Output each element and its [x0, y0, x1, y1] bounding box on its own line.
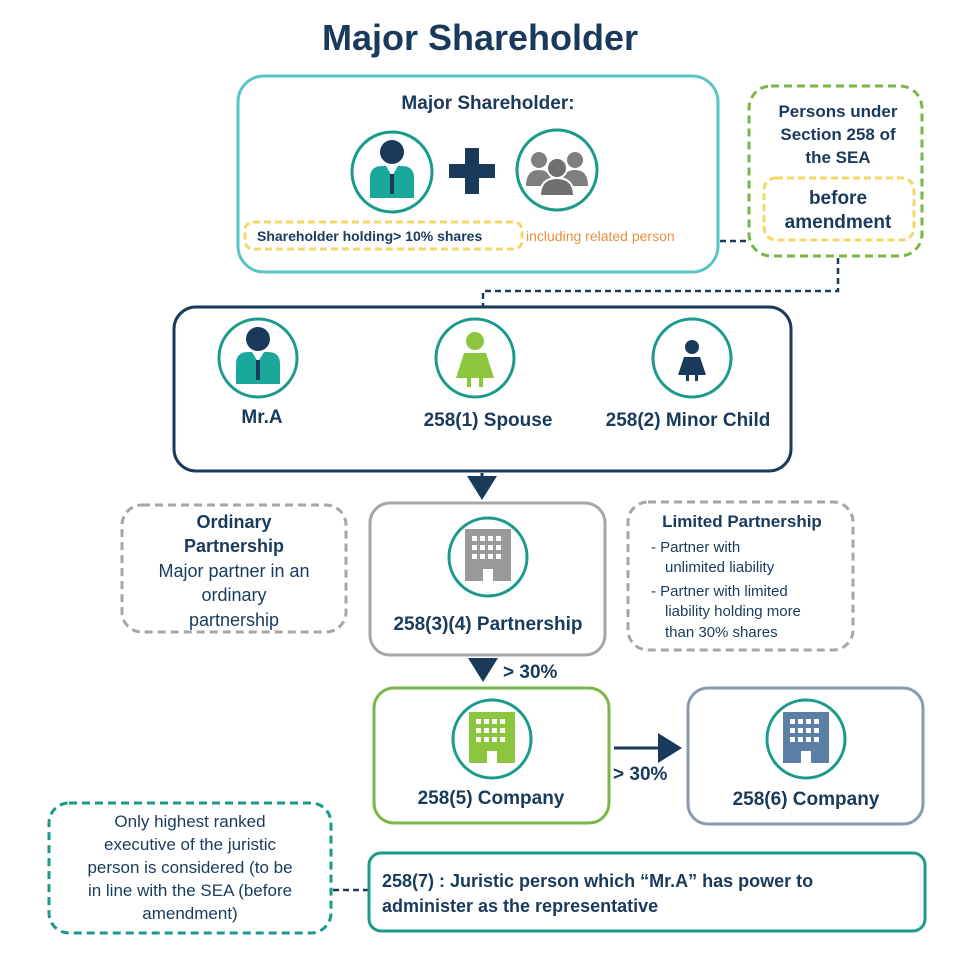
- section-258-line2: Section 258 of: [780, 125, 896, 144]
- partnership-building-icon: [447, 516, 529, 598]
- partnership-label: 258(3)(4) Partnership: [393, 614, 582, 635]
- ordinary-partnership-title2: Partnership: [184, 536, 284, 556]
- juristic-person-line1: 258(7) : Juristic person which “Mr.A” ha…: [382, 871, 813, 891]
- executive-note-line4: in line with the SEA (before: [88, 881, 292, 900]
- executive-note-line1: Only highest ranked: [114, 812, 265, 831]
- executive-note-line5: amendment): [142, 904, 237, 923]
- plus-icon: [449, 148, 495, 194]
- threshold-label-2: > 30%: [613, 764, 668, 785]
- ordinary-partnership-body3: partnership: [189, 610, 279, 630]
- minor-child-icon: [651, 317, 733, 399]
- major-shareholder-heading: Major Shareholder:: [401, 93, 574, 114]
- executive-note-line3: person is considered (to be: [87, 858, 292, 877]
- threshold-label-1: > 30%: [503, 662, 558, 683]
- ordinary-partnership-box: [120, 503, 348, 634]
- businessman-icon: [350, 130, 434, 214]
- minor-child-label: 258(2) Minor Child: [606, 410, 771, 431]
- mr-a-label: Mr.A: [241, 407, 282, 428]
- juristic-person-box: [367, 851, 927, 933]
- spouse-label: 258(1) Spouse: [424, 410, 553, 431]
- juristic-person-line2: administer as the representative: [382, 896, 658, 916]
- limited-partnership-box: [626, 500, 855, 652]
- before-amendment-line2: amendment: [785, 212, 892, 233]
- ordinary-partnership-body2: ordinary: [201, 585, 266, 605]
- company5-building-icon: [451, 698, 533, 780]
- limited-partnership-bullet1-line1: - Partner with: [651, 539, 740, 556]
- limited-partnership-bullet2-line3: than 30% shares: [665, 624, 778, 641]
- limited-partnership-bullet2-line1: - Partner with limited: [651, 583, 788, 600]
- company6-label: 258(6) Company: [733, 789, 880, 810]
- related-person-note: including related person: [526, 228, 675, 244]
- page-title: Major Shareholder: [322, 17, 638, 58]
- ordinary-partnership-body1: Major partner in an: [158, 561, 309, 581]
- mr-a-icon: [217, 317, 299, 399]
- before-amendment-box: [762, 176, 916, 242]
- company6-building-icon: [765, 698, 847, 780]
- company5-label: 258(5) Company: [418, 788, 565, 809]
- ordinary-partnership-title1: Ordinary: [196, 512, 271, 532]
- connector-section-to-persons: [481, 258, 840, 307]
- before-amendment-line1: before: [809, 188, 867, 209]
- executive-note-line2: executive of the juristic: [104, 835, 276, 854]
- executive-note-box: [47, 801, 333, 935]
- limited-partnership-title: Limited Partnership: [662, 512, 822, 531]
- limited-partnership-bullet1-line2: unlimited liability: [665, 559, 775, 576]
- spouse-icon: [434, 317, 516, 399]
- holding-threshold-box: [243, 220, 524, 251]
- section-258-line3: the SEA: [805, 148, 870, 167]
- section-258-line1: Persons under: [778, 102, 897, 121]
- holding-threshold-label: Shareholder holding> 10% shares: [257, 228, 482, 244]
- group-icon: [515, 128, 599, 212]
- limited-partnership-bullet2-line2: liability holding more: [665, 603, 801, 620]
